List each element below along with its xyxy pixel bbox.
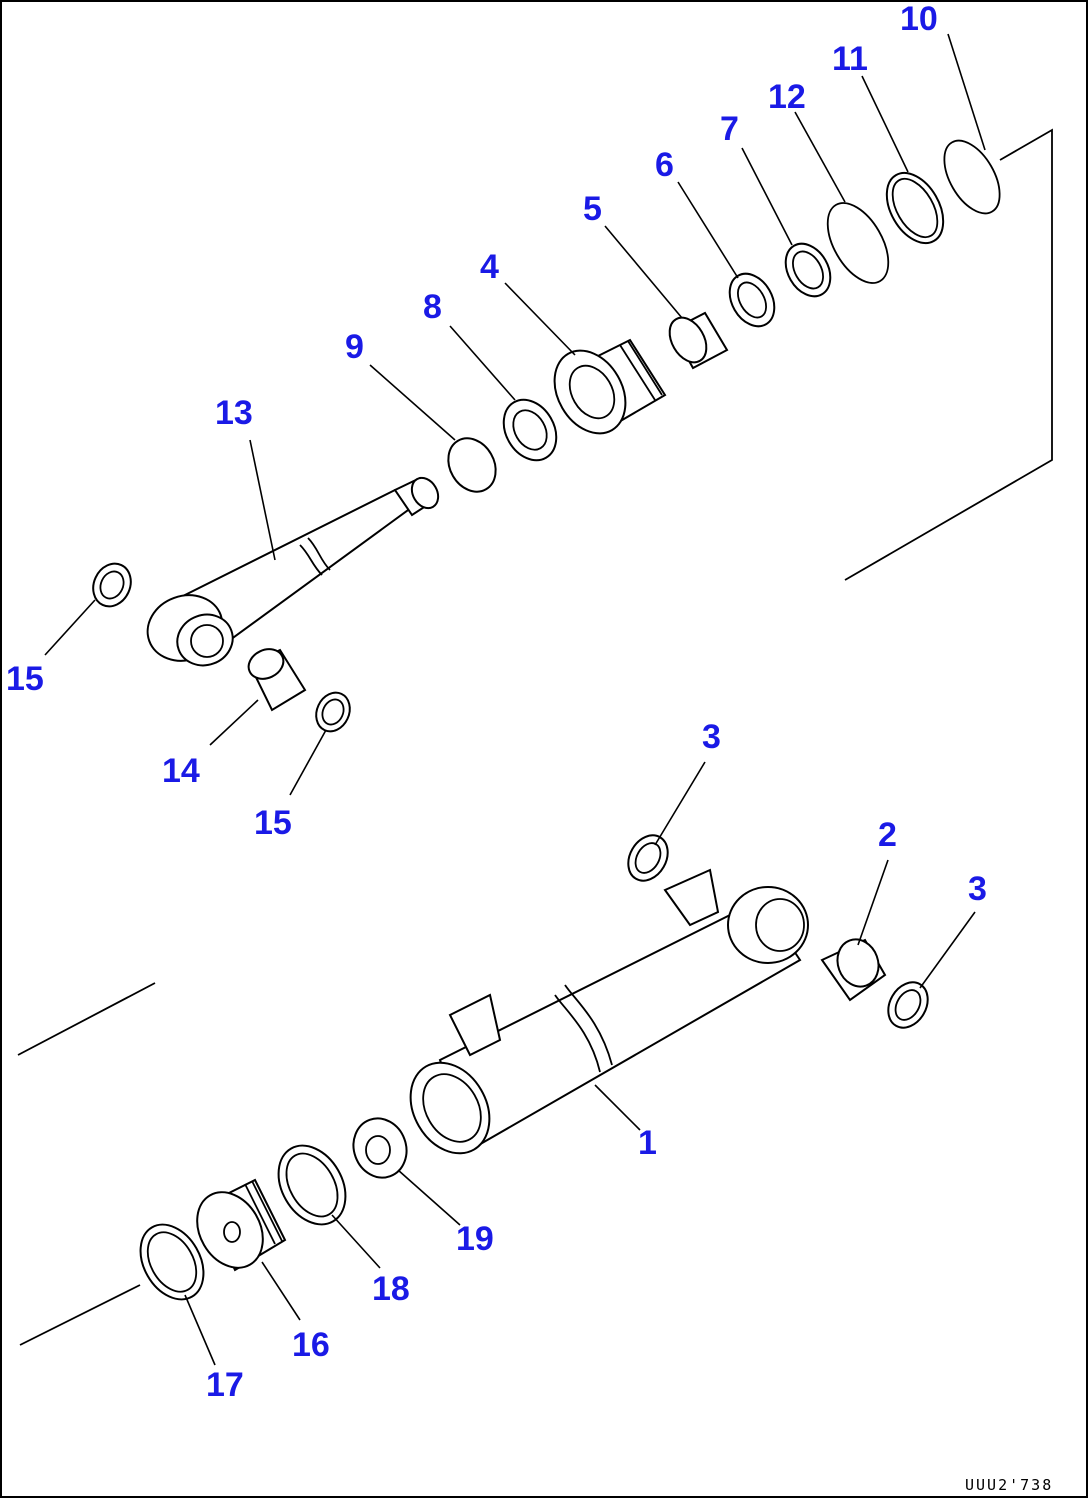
ring-8 <box>502 398 558 462</box>
callout-15a: 15 <box>6 660 44 698</box>
oring-10 <box>943 139 1001 215</box>
cylinder-tube <box>409 868 809 1155</box>
seal-15b <box>315 691 351 733</box>
callout-18: 18 <box>372 1270 410 1308</box>
ring-17 <box>139 1223 205 1301</box>
callout-7: 7 <box>720 110 739 148</box>
callout-11: 11 <box>832 40 868 78</box>
callout-9: 9 <box>345 328 364 366</box>
callout-5: 5 <box>583 190 602 228</box>
leader-lines <box>44 33 986 1366</box>
bushing-14 <box>247 648 307 712</box>
axis-lines <box>17 128 1053 1346</box>
ring-9 <box>447 437 497 493</box>
bushing-5 <box>668 311 729 370</box>
drawing-code: UUU2'738 <box>965 1476 1053 1494</box>
callout-6: 6 <box>655 146 674 184</box>
nut-19 <box>352 1117 408 1179</box>
callout-13: 13 <box>215 394 253 432</box>
bushing-2 <box>820 938 887 1002</box>
ring-11 <box>885 171 945 245</box>
packing-6 <box>728 272 776 328</box>
callout-14: 14 <box>162 752 200 790</box>
head-4 <box>553 338 667 435</box>
callout-17: 17 <box>206 1366 244 1404</box>
callout-8: 8 <box>423 288 442 326</box>
callout-1: 1 <box>638 1124 657 1162</box>
oring-12 <box>826 202 890 284</box>
callout-4: 4 <box>480 248 499 286</box>
piston-16 <box>196 1178 287 1272</box>
callout-2: 2 <box>878 816 897 854</box>
callout-15b: 15 <box>254 804 292 842</box>
piston-rod <box>146 476 440 667</box>
ring-18 <box>277 1144 347 1226</box>
callout-19: 19 <box>456 1220 494 1258</box>
callout-3a: 3 <box>702 718 721 756</box>
callout-16: 16 <box>292 1326 330 1364</box>
seal-3a <box>627 834 669 882</box>
callout-10: 10 <box>900 0 938 38</box>
callouts: 10 11 12 7 6 5 4 8 9 13 15 14 15 3 2 3 1… <box>6 0 987 1404</box>
ring-7 <box>784 242 832 298</box>
seal-3b <box>887 981 929 1029</box>
callout-12: 12 <box>768 78 806 116</box>
seal-15a <box>92 562 132 608</box>
callout-3b: 3 <box>968 870 987 908</box>
